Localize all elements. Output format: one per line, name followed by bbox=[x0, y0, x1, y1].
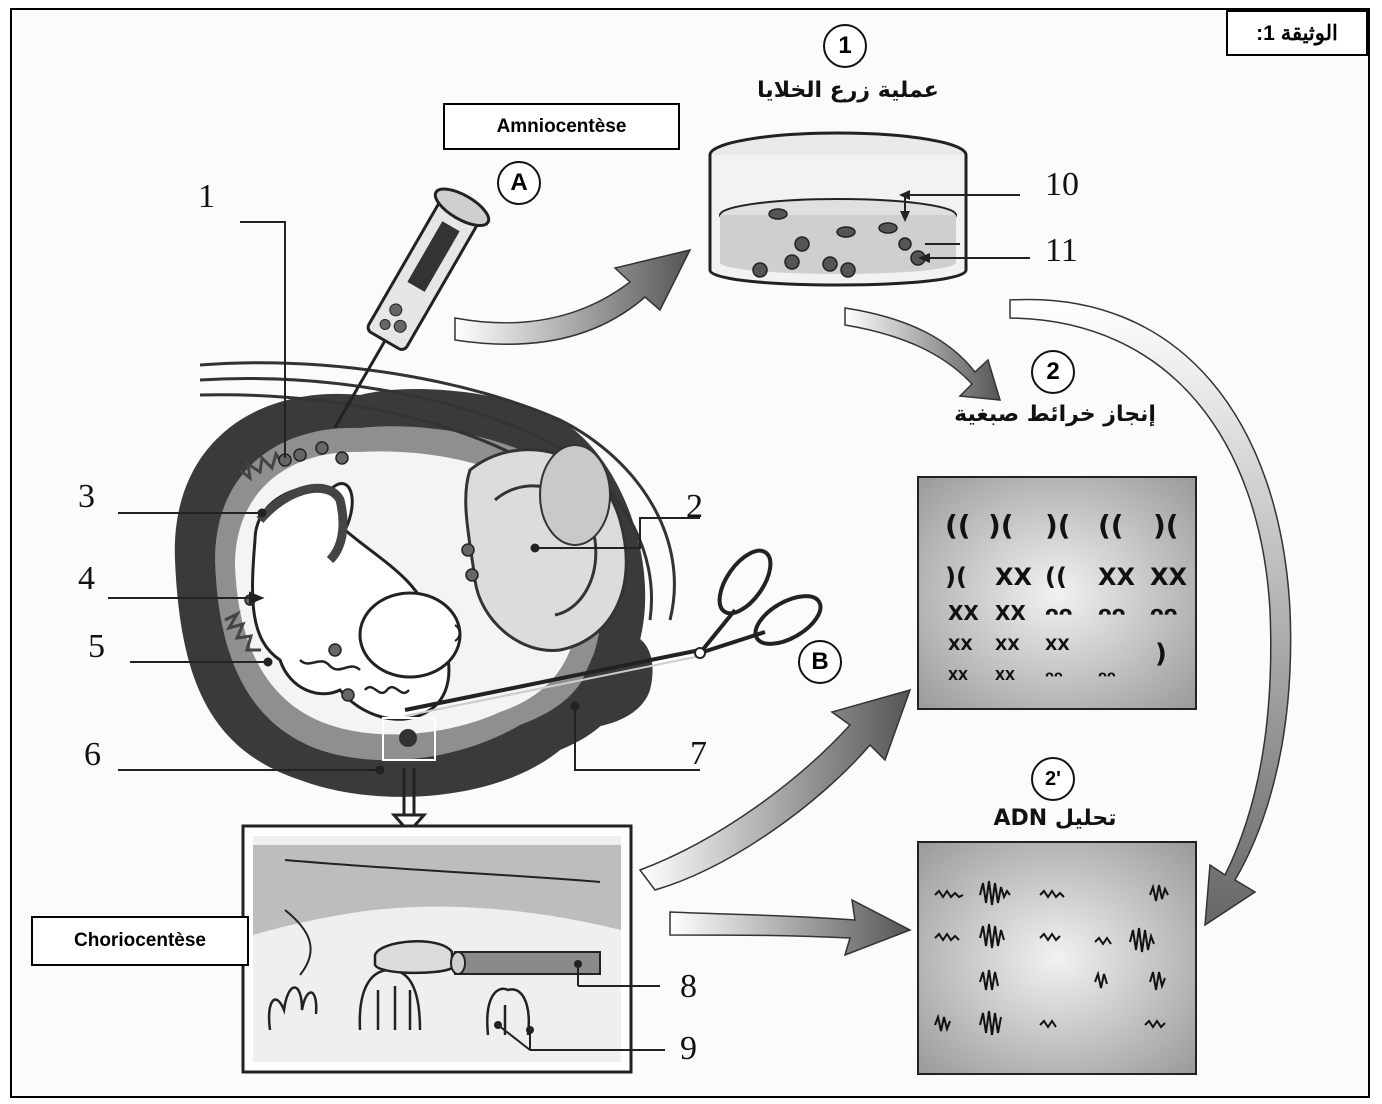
label-8: 8 bbox=[680, 968, 697, 1006]
svg-text:XX: XX bbox=[1098, 563, 1136, 591]
karyotype-title: إنجاز خرائط صبغية bbox=[930, 402, 1180, 427]
svg-text:ᴖᴖ: ᴖᴖ bbox=[1045, 669, 1063, 684]
svg-text:XX: XX bbox=[948, 669, 968, 684]
svg-text:XX: XX bbox=[1045, 635, 1070, 654]
chorionic-panel bbox=[243, 826, 665, 1072]
svg-text:((: (( bbox=[1045, 563, 1067, 591]
svg-text:XX: XX bbox=[948, 635, 973, 654]
svg-text:XX: XX bbox=[995, 563, 1033, 591]
culture-dish bbox=[710, 133, 1030, 285]
svg-text:((: (( bbox=[945, 509, 971, 542]
svg-text:XX: XX bbox=[948, 601, 979, 625]
svg-text:): ) bbox=[1155, 639, 1167, 669]
cell-culture-title: عملية زرع الخلايا bbox=[738, 78, 958, 103]
svg-text:ᴖᴖ: ᴖᴖ bbox=[1098, 601, 1125, 625]
label-6: 6 bbox=[84, 736, 101, 774]
svg-text:ᴖᴖ: ᴖᴖ bbox=[1098, 669, 1116, 684]
label-7: 7 bbox=[690, 735, 707, 773]
label-9: 9 bbox=[680, 1030, 697, 1068]
svg-text:)(: )( bbox=[945, 563, 967, 591]
label-11: 11 bbox=[1045, 232, 1078, 270]
step-b-marker: B bbox=[798, 640, 842, 684]
svg-text:)(: )( bbox=[1045, 509, 1071, 542]
karyotype-panel: (( )( )( (( )( )( XX (( XX XX XX XX ᴖᴖ ᴖᴖ ᴖᴖ XX XX XX)… bbox=[918, 477, 1196, 709]
svg-text:)(: )( bbox=[988, 509, 1014, 542]
amniocentesis-label: Amniocentèse bbox=[443, 103, 680, 150]
step-a-marker: A bbox=[497, 161, 541, 205]
label-3: 3 bbox=[78, 478, 95, 516]
label-2: 2 bbox=[686, 488, 703, 526]
document-label: الوثيقة 1: bbox=[1226, 10, 1368, 56]
chorionic-label: Choriocentèse bbox=[31, 916, 249, 966]
dna-analysis-title: تحليل ADN bbox=[975, 806, 1135, 831]
svg-text:XX: XX bbox=[995, 635, 1020, 654]
label-1: 1 bbox=[198, 178, 215, 216]
step-2b-marker: 2' bbox=[1031, 757, 1075, 801]
svg-text:XX: XX bbox=[1150, 563, 1188, 591]
label-5: 5 bbox=[88, 628, 105, 666]
step-2-marker: 2 bbox=[1031, 350, 1075, 394]
svg-text:XX: XX bbox=[995, 669, 1015, 684]
svg-text:)(: )( bbox=[1153, 509, 1179, 542]
label-10: 10 bbox=[1045, 166, 1079, 204]
svg-text:ᴖᴖ: ᴖᴖ bbox=[1150, 601, 1177, 625]
step-1-marker: 1 bbox=[823, 24, 867, 68]
dna-panel bbox=[918, 842, 1196, 1074]
svg-text:XX: XX bbox=[995, 601, 1026, 625]
svg-text:ᴖᴖ: ᴖᴖ bbox=[1045, 601, 1072, 625]
svg-text:((: (( bbox=[1098, 509, 1124, 542]
label-4: 4 bbox=[78, 560, 95, 598]
